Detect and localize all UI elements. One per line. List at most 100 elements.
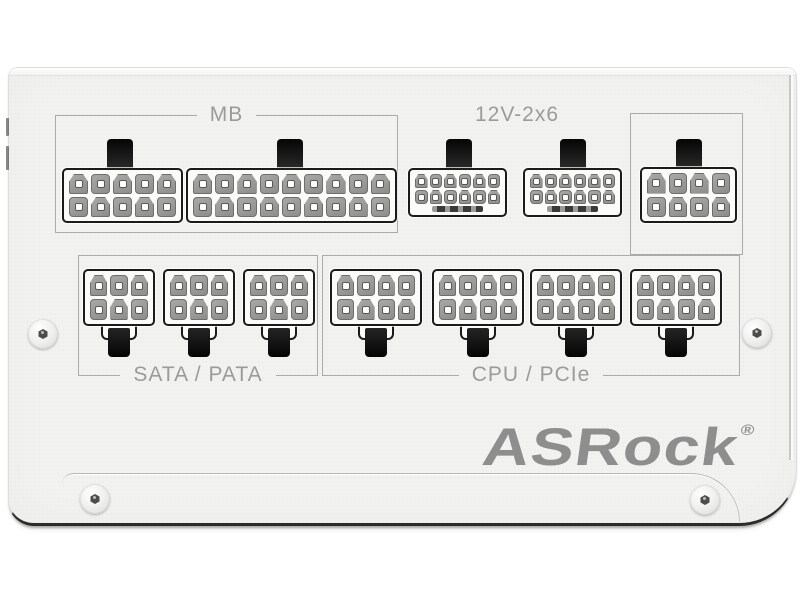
screw-head-right <box>742 318 772 348</box>
pin-socket <box>259 197 279 217</box>
pin-socket <box>237 197 257 217</box>
screw-head-bottom-right <box>690 485 720 515</box>
sata-pata-socket-2-pin-grid <box>165 271 233 324</box>
pin-socket <box>677 275 695 296</box>
pin-socket <box>110 275 128 296</box>
pin-socket <box>690 196 709 217</box>
pin-socket <box>602 190 615 204</box>
aux-8pin-socket <box>640 167 737 223</box>
pin-socket <box>711 173 730 194</box>
mb-24pin-socket-left <box>62 168 183 223</box>
pin-socket <box>473 174 486 188</box>
pin-socket <box>326 197 346 217</box>
pin-socket <box>444 190 457 204</box>
cpu-pcie-socket-3-pin-grid <box>532 271 620 324</box>
pin-socket <box>210 299 228 320</box>
mb-24pin-socket-right-latch-clip <box>277 139 303 170</box>
divider-line <box>322 374 459 376</box>
pin-socket <box>304 174 324 194</box>
pin-socket <box>250 275 268 296</box>
cpu-pcie-socket-2 <box>432 269 524 326</box>
pin-socket <box>377 275 395 296</box>
asrock-logo: ASRock® <box>420 406 755 477</box>
divider-line <box>78 374 121 376</box>
12v-2x6-socket-1-sense-pin-strip <box>432 206 483 212</box>
pin-socket <box>697 299 715 320</box>
panel-groove-right <box>789 75 791 460</box>
12v-2x6-socket-2-pin-grid <box>525 170 620 205</box>
pin-socket <box>215 197 235 217</box>
pin-socket <box>439 275 457 296</box>
pin-socket <box>69 174 88 194</box>
mb-24pin-socket-right-pin-grid <box>188 170 395 221</box>
pin-socket <box>135 174 154 194</box>
pin-socket <box>190 299 208 320</box>
pin-socket <box>157 197 176 217</box>
sata-pata-socket-1 <box>83 269 155 326</box>
pin-socket <box>91 174 110 194</box>
sata-section-box: SATA / PATA <box>78 255 318 386</box>
pin-socket <box>90 299 108 320</box>
pin-socket <box>544 190 557 204</box>
sata-section-label: SATA / PATA <box>133 363 263 386</box>
divider-line <box>55 114 197 116</box>
12v-2x6-socket-1-pin-grid <box>410 170 505 205</box>
pin-socket <box>290 275 308 296</box>
pin-socket <box>530 174 543 188</box>
asrock-logo-text: ASRock® <box>478 418 756 477</box>
pin-socket <box>170 275 188 296</box>
pin-socket <box>577 275 595 296</box>
12v-2x6-socket-2 <box>523 168 622 217</box>
pin-socket <box>190 275 208 296</box>
pin-socket <box>479 275 497 296</box>
pin-socket <box>170 299 188 320</box>
aux-section-box <box>630 113 743 255</box>
pin-socket <box>544 174 557 188</box>
pin-socket <box>487 190 500 204</box>
cpu-pcie-section-label: CPU / PCIe <box>471 363 591 386</box>
pin-socket <box>487 174 500 188</box>
pin-socket <box>668 196 687 217</box>
pin-socket <box>370 174 390 194</box>
cpu-pcie-socket-1-latch-clip <box>365 328 387 357</box>
mb-24pin-socket-left-latch-clip <box>107 139 133 170</box>
pin-socket <box>602 174 615 188</box>
pin-socket <box>588 190 601 204</box>
pin-socket <box>573 174 586 188</box>
12v-2x6-socket-2-sense-pin-strip <box>547 206 598 212</box>
registered-trademark: ® <box>739 422 756 439</box>
pin-socket <box>459 299 477 320</box>
mb-section-label-row: MB <box>55 104 398 126</box>
gpu12v-section-label-row: 12V-2x6 <box>417 104 617 126</box>
pin-socket <box>377 299 395 320</box>
pin-socket <box>429 190 442 204</box>
pin-socket <box>499 299 517 320</box>
pin-socket <box>637 299 655 320</box>
pin-socket <box>559 174 572 188</box>
cpu-pcie-socket-4-pin-grid <box>632 271 720 324</box>
pin-socket <box>259 174 279 194</box>
mb-section-label: MB <box>209 103 244 126</box>
divider-line <box>256 114 398 116</box>
12v-2x6-socket-1 <box>408 168 507 217</box>
pin-socket <box>429 174 442 188</box>
pin-socket <box>537 275 555 296</box>
aux-8pin-socket-latch-clip <box>676 139 702 170</box>
pin-socket <box>290 299 308 320</box>
left-edge-detail <box>6 118 9 136</box>
pin-socket <box>357 299 375 320</box>
cpu-pcie-section-box: CPU / PCIe <box>322 255 740 386</box>
pin-socket <box>577 299 595 320</box>
panel-groove-right-highlight <box>791 75 793 460</box>
pin-socket <box>637 275 655 296</box>
pin-socket <box>135 197 154 217</box>
pin-socket <box>647 173 666 194</box>
cpu-pcie-socket-2-latch-clip <box>467 328 489 357</box>
pin-socket <box>690 173 709 194</box>
pin-socket <box>459 275 477 296</box>
pin-socket <box>458 190 471 204</box>
pin-socket <box>597 275 615 296</box>
cpu-pcie-socket-4-latch-clip <box>665 328 687 357</box>
pin-socket <box>439 299 457 320</box>
